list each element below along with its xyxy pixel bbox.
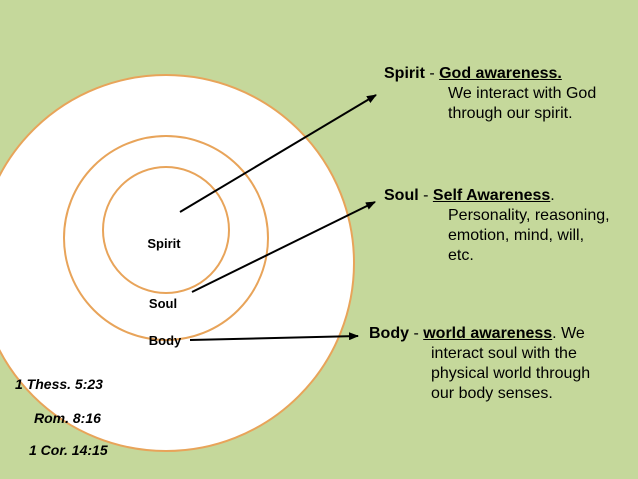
reference-2: Rom. 8:16 [34,410,101,426]
reference-1: 1 Thess. 5:23 [15,376,103,392]
soul-description: Soul - Self Awareness. Personality, reas… [384,186,610,266]
soul-line-3: etc. [448,247,474,264]
spirit-line-2: through our spirit. [448,105,573,122]
soul-after: . [550,187,555,204]
body-term: world awareness [423,325,553,342]
body-label: Body [149,333,182,348]
soul-line-2: emotion, mind, will, [448,227,585,244]
body-sep: - [409,325,424,342]
body-line-2: physical world through [431,365,591,382]
body-body: interact soul with the physical world th… [369,344,590,404]
soul-name: Soul [384,187,419,204]
spirit-term: God awareness. [439,65,562,82]
spirit-title: Spirit - God awareness. [384,64,596,84]
spirit-body: We interact with God through our spirit. [384,84,596,124]
body-title: Body - world awareness. We [369,324,590,344]
soul-line-1: Personality, reasoning, [448,207,610,224]
body-line-1: interact soul with the [431,345,577,362]
reference-3: 1 Cor. 14:15 [29,442,108,458]
soul-term: Self Awareness [432,187,551,204]
soul-arrow [191,201,376,293]
spirit-name: Spirit [384,65,425,82]
body-arrow [189,332,359,341]
spirit-circle [102,166,230,294]
body-name: Body [369,325,409,342]
body-line-3: our body senses. [431,385,553,402]
soul-sep: - [418,187,433,204]
spirit-description: Spirit - God awareness. We interact with… [384,64,596,124]
body-after: . We [552,325,585,342]
spirit-line-1: We interact with God [448,85,597,102]
soul-title: Soul - Self Awareness. [384,186,610,206]
soul-body: Personality, reasoning, emotion, mind, w… [384,206,610,266]
spirit-sep: - [424,65,440,82]
body-description: Body - world awareness. We interact soul… [369,324,590,404]
spirit-label: Spirit [147,236,181,251]
soul-label: Soul [149,296,177,311]
spirit-arrow [179,94,377,213]
